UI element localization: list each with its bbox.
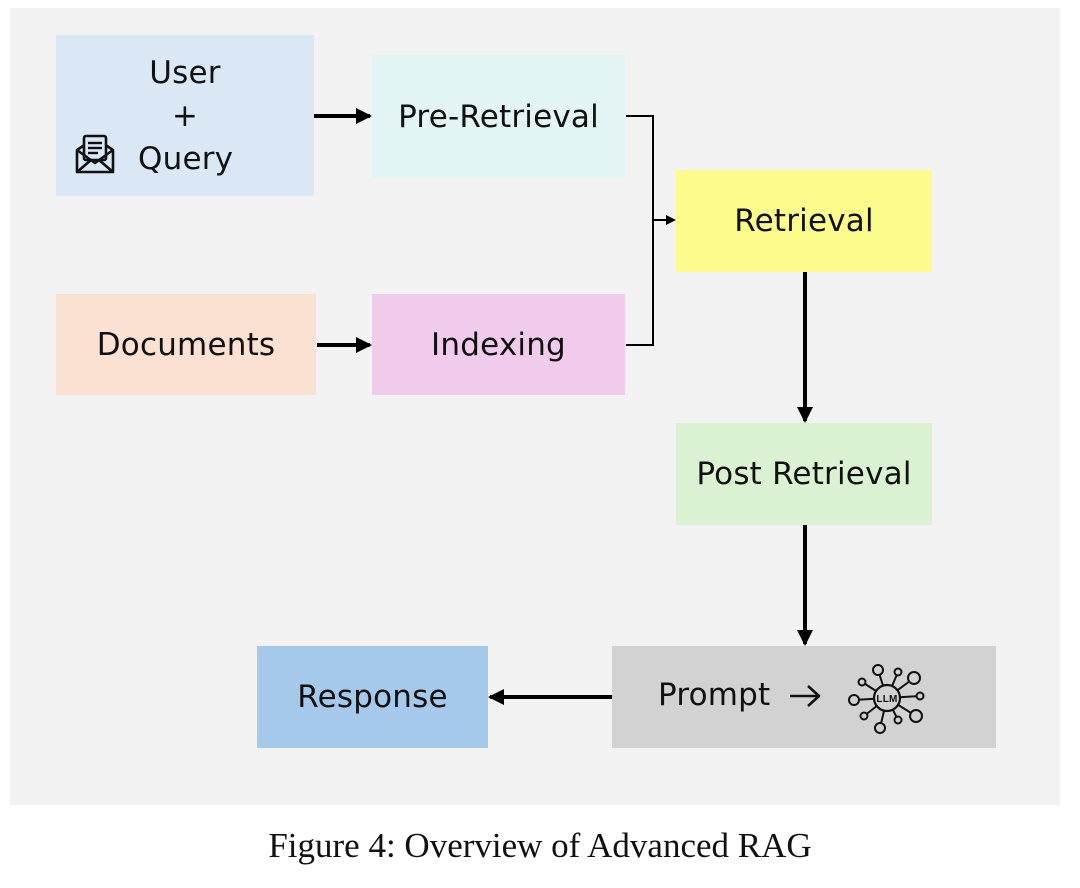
edge-pre-retrieval-to-retrieval <box>626 115 654 220</box>
user-query-node: User + Query <box>56 35 314 196</box>
right-arrow-icon <box>790 685 821 707</box>
query-label: Query <box>138 141 234 177</box>
pre-retrieval-node: Pre-Retrieval <box>372 55 625 178</box>
response-label: Response <box>297 679 448 715</box>
post-retrieval-node: Post Retrieval <box>676 423 932 525</box>
user-label: User <box>149 55 221 91</box>
figure-caption: Figure 4: Overview of Advanced RAG <box>268 826 812 865</box>
retrieval-label: Retrieval <box>734 203 874 239</box>
indexing-node: Indexing <box>372 294 625 395</box>
prompt-node: Prompt LLM <box>612 646 996 748</box>
retrieval-node: Retrieval <box>676 170 932 272</box>
plus-label: + <box>171 98 199 134</box>
prompt-label: Prompt <box>658 677 771 713</box>
envelope-document-icon <box>75 134 115 174</box>
post-retrieval-label: Post Retrieval <box>696 456 912 492</box>
documents-node: Documents <box>56 294 316 395</box>
llm-icon-text: LLM <box>876 694 897 705</box>
response-node: Response <box>257 646 488 748</box>
llm-network-icon: LLM <box>848 664 925 734</box>
documents-label: Documents <box>96 326 276 363</box>
pre-retrieval-label: Pre-Retrieval <box>398 98 599 135</box>
edge-indexing-to-retrieval <box>626 220 654 346</box>
indexing-label: Indexing <box>431 326 566 363</box>
